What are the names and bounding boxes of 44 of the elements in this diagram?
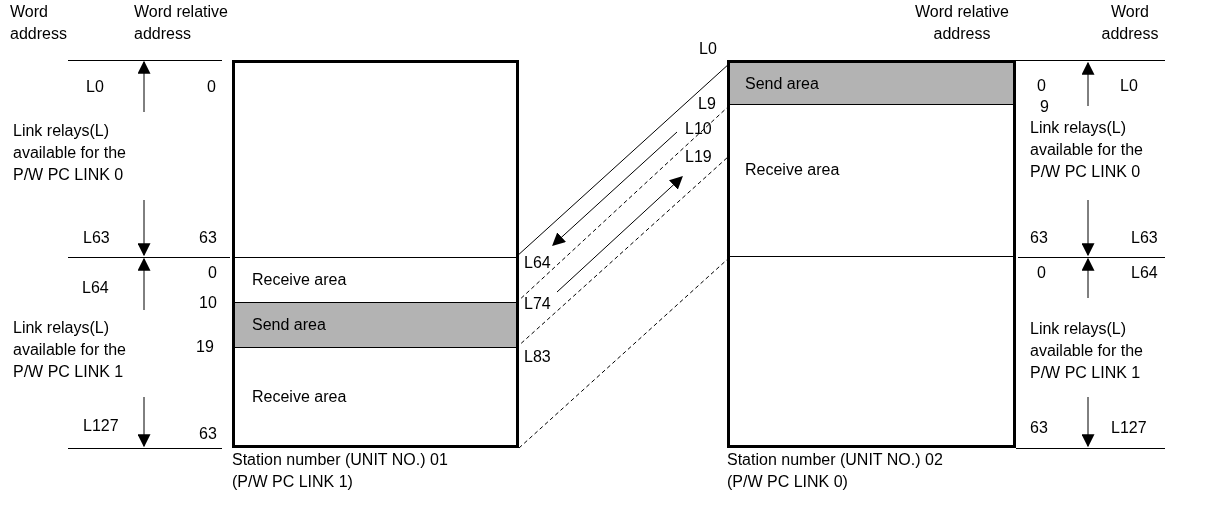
range-note: Link relays(L) available for the P/W PC LINK 0 [1030,118,1144,182]
memory-map-box [232,60,519,448]
memory-area: Receive area [730,105,1013,257]
address-label: L127 [1111,418,1147,438]
address-label: 63 [199,424,217,444]
address-label: L64 [1131,263,1158,283]
address-label: L63 [1131,228,1158,248]
range-note: Link relays(L) available for the P/W PC LINK 1 [13,318,127,382]
address-label: 0 [1037,263,1046,283]
station-caption: Station number (UNIT NO.) 02 [727,450,943,470]
station-caption: Station number (UNIT NO.) 01 [232,450,448,470]
address-label: L0 [86,77,104,97]
address-label: L74 [524,294,551,314]
column-heading: Word address [1100,2,1160,44]
address-label: 19 [196,337,214,357]
address-label: L64 [82,278,109,298]
address-label: 0 [207,77,216,97]
address-label: L0 [699,39,717,59]
address-label: 10 [199,293,217,313]
address-label: 63 [1030,228,1048,248]
address-label: L9 [698,94,716,114]
range-note: Link relays(L) available for the P/W PC LINK 1 [1030,319,1144,383]
address-label: 63 [1030,418,1048,438]
memory-map-box [727,60,1016,448]
address-label: 9 [1040,97,1049,117]
address-label: L64 [524,253,551,273]
column-heading: Word relative address [134,2,229,44]
column-heading: Word address [10,2,68,44]
address-label: 0 [208,263,217,283]
address-label: L0 [1120,76,1138,96]
address-label: L10 [685,119,712,139]
range-note: Link relays(L) available for the P/W PC LINK 0 [13,121,127,185]
address-label: L83 [524,347,551,367]
address-label: L63 [83,228,110,248]
address-label: 63 [199,228,217,248]
memory-area: Receive area [235,348,516,445]
address-label: 0 [1037,76,1046,96]
address-label: L127 [83,416,119,436]
address-label: L19 [685,147,712,167]
memory-area: Send area [730,63,1013,105]
station-caption: (P/W PC LINK 1) [232,472,353,492]
station-caption: (P/W PC LINK 0) [727,472,848,492]
memory-area: Send area [235,303,516,348]
column-heading: Word relative address [914,2,1010,44]
